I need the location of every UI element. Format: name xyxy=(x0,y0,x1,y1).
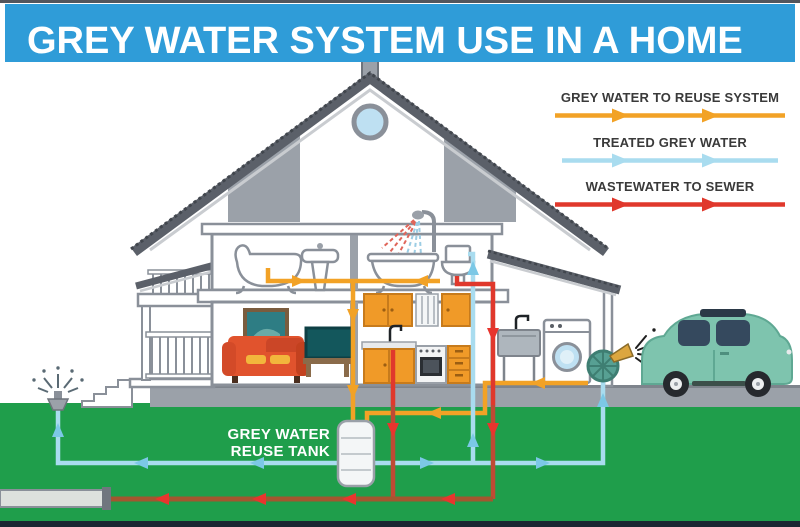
arrow-left xyxy=(414,275,428,287)
washing-machine xyxy=(542,318,592,385)
reuse-tank xyxy=(336,419,376,488)
roof xyxy=(130,53,622,297)
arrow-left xyxy=(427,407,441,419)
porch xyxy=(128,305,216,389)
sofa xyxy=(222,336,310,383)
sprinkler-spray xyxy=(37,374,79,393)
bottom-border xyxy=(0,521,800,527)
top-border xyxy=(0,0,800,3)
tank-label-line1: GREY WATER xyxy=(227,426,330,443)
living-room xyxy=(222,308,355,383)
stairs xyxy=(81,379,133,408)
upper-cabinets xyxy=(363,293,471,327)
partition-upper xyxy=(350,234,358,290)
arrow-right xyxy=(536,457,550,469)
arrow-up xyxy=(467,433,479,447)
utility-sink xyxy=(497,314,541,383)
arrow-left xyxy=(134,457,148,469)
kitchen-window xyxy=(415,293,439,327)
arrow-right xyxy=(420,457,434,469)
arrow-left xyxy=(252,493,266,505)
page-title: GREY WATER SYSTEM USE IN A HOME xyxy=(27,20,743,62)
kitchen-faucet xyxy=(388,324,403,343)
sewer-main-pipe xyxy=(0,487,111,510)
arrow-up xyxy=(52,423,64,437)
treated-water-pipes xyxy=(52,251,609,469)
arrow-up xyxy=(467,261,479,275)
sprinkler xyxy=(32,366,84,411)
car-window-front xyxy=(716,320,750,346)
arrow-left xyxy=(531,377,545,389)
car xyxy=(641,309,793,397)
arrow-right xyxy=(292,275,306,287)
wastewater-pipes xyxy=(110,276,499,505)
grey-water-pipes xyxy=(265,268,588,423)
laundry xyxy=(497,314,592,385)
porch-balusters xyxy=(151,337,209,374)
shower-spray xyxy=(381,219,422,259)
arrow-down xyxy=(487,328,499,342)
car-sunroof xyxy=(700,309,746,317)
attic-floor-band xyxy=(200,222,504,236)
arrow-down xyxy=(487,423,499,437)
kitchen-drawers xyxy=(447,345,471,384)
car-headlight xyxy=(786,349,792,355)
car-window-rear xyxy=(678,320,710,346)
arrow-down xyxy=(347,385,359,399)
arrow-left xyxy=(155,493,169,505)
arrow-left xyxy=(250,457,264,469)
porch-post xyxy=(141,305,151,381)
hose-reel xyxy=(586,349,620,383)
oven xyxy=(415,345,447,384)
kitchen xyxy=(361,293,471,384)
attic-round-window xyxy=(351,103,389,141)
clawfoot-bathtub xyxy=(234,244,303,295)
arrow-down xyxy=(387,423,399,437)
shower-head xyxy=(412,210,436,252)
tank-label: GREY WATER REUSE TANK xyxy=(210,426,330,460)
arrow-down xyxy=(347,309,359,323)
arrow-left xyxy=(441,493,455,505)
tank-label-line2: REUSE TANK xyxy=(230,443,330,460)
utility-faucet xyxy=(514,314,530,330)
arrow-up xyxy=(597,393,609,407)
leanto-roof xyxy=(486,249,622,295)
title-bar: GREY WATER SYSTEM USE IN A HOME xyxy=(5,4,795,62)
arrow-left xyxy=(342,493,356,505)
main-roof xyxy=(131,73,609,257)
